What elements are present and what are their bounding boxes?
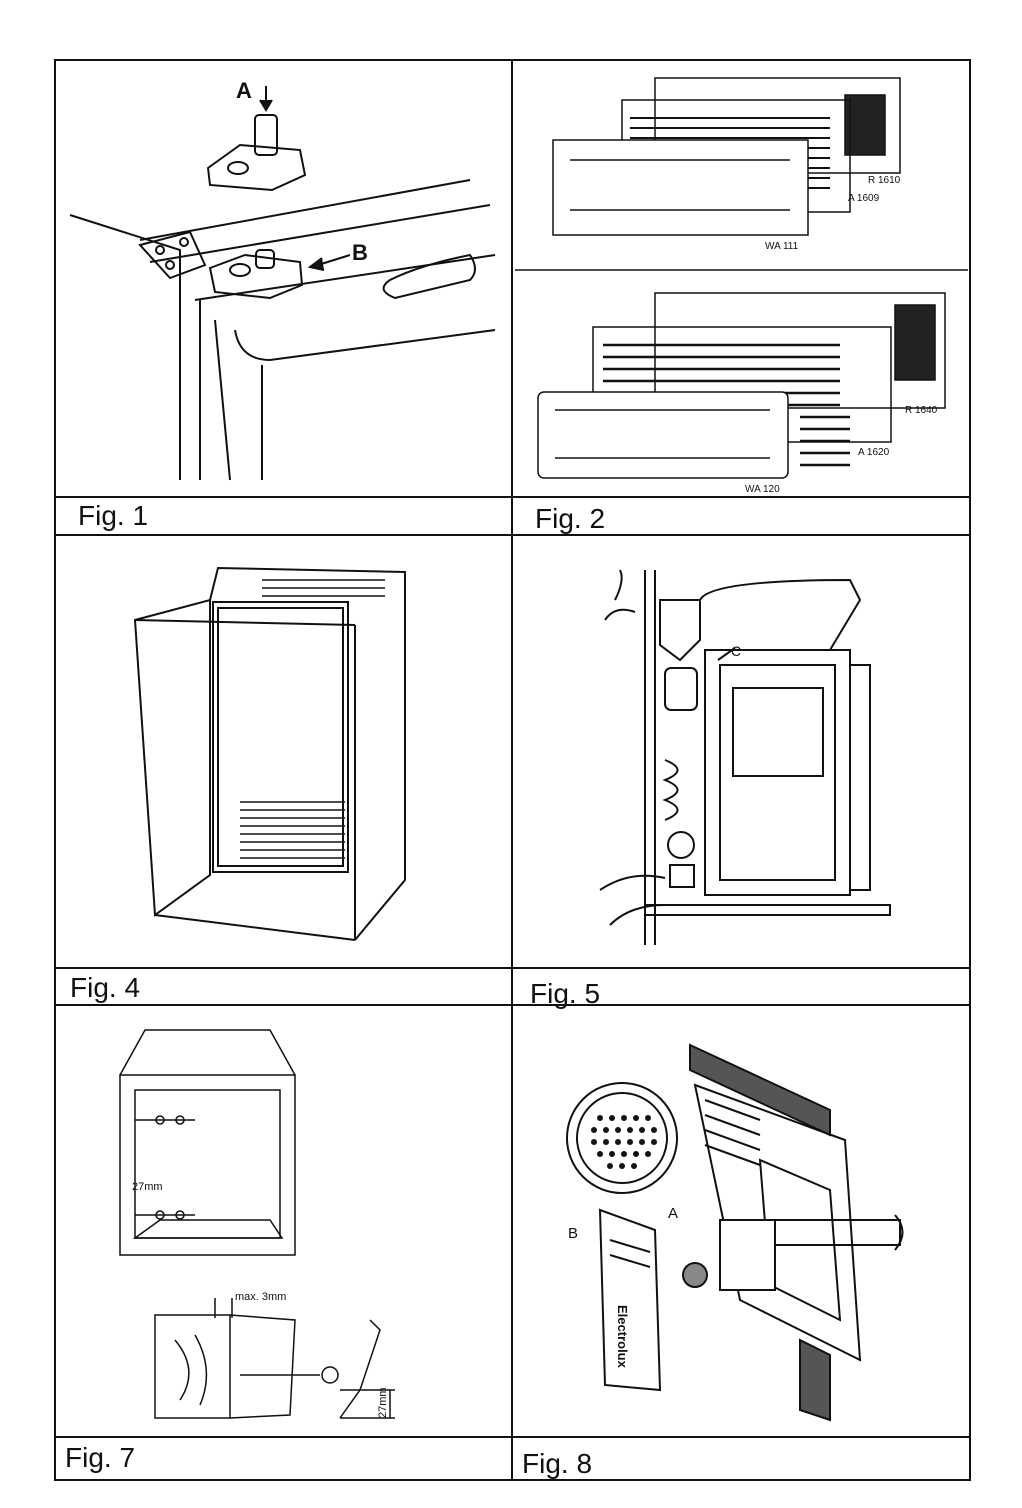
fig8-grille-holes <box>591 1115 657 1169</box>
fig2-vent-grilles-drawing <box>515 78 968 478</box>
fig2-model-a1609: A 1609 <box>848 193 880 204</box>
fig1-callout-a: A <box>236 78 252 103</box>
fig8-callout-a: A <box>668 1205 678 1222</box>
fig2-model-a1620: A 1620 <box>858 447 890 458</box>
fig2-model-r1640: R 1640 <box>905 405 938 416</box>
fig1-callout-b: B <box>352 240 368 265</box>
fig7-dim-spacing: 27mm <box>132 1181 163 1193</box>
fig2-model-r1610: R 1610 <box>868 175 901 186</box>
fig7-dim-depth: 27mm <box>377 1387 389 1418</box>
fig5-section-drawing <box>600 570 890 945</box>
fig7-frame-drawing <box>120 1030 395 1418</box>
grid-lines <box>55 60 970 1480</box>
fig4-caption: Fig. 4 <box>70 972 140 1004</box>
fig8-brand-logo: Electrolux <box>615 1305 630 1369</box>
fig8-callouts: A B <box>568 1205 678 1242</box>
fig2-model-wa111: WA 111 <box>765 241 799 252</box>
fig4-cabinet-drawing <box>135 568 405 940</box>
fig1-hinge-drawing <box>70 86 495 480</box>
fig8-caption: Fig. 8 <box>522 1448 592 1480</box>
fig7-dimensions: 27mm max. 3mm 27mm <box>132 1181 389 1418</box>
fig2-caption: Fig. 2 <box>535 503 605 535</box>
fig2-model-wa120: WA 120 <box>745 484 780 495</box>
fig7-caption: Fig. 7 <box>65 1442 135 1474</box>
fig5-caption: Fig. 5 <box>530 978 600 1010</box>
fig8-callout-b: B <box>568 1225 578 1242</box>
fig1-caption: Fig. 1 <box>78 500 148 532</box>
fig5-callout-c: C <box>731 643 741 659</box>
fig7-dim-max-gap: max. 3mm <box>235 1291 286 1303</box>
